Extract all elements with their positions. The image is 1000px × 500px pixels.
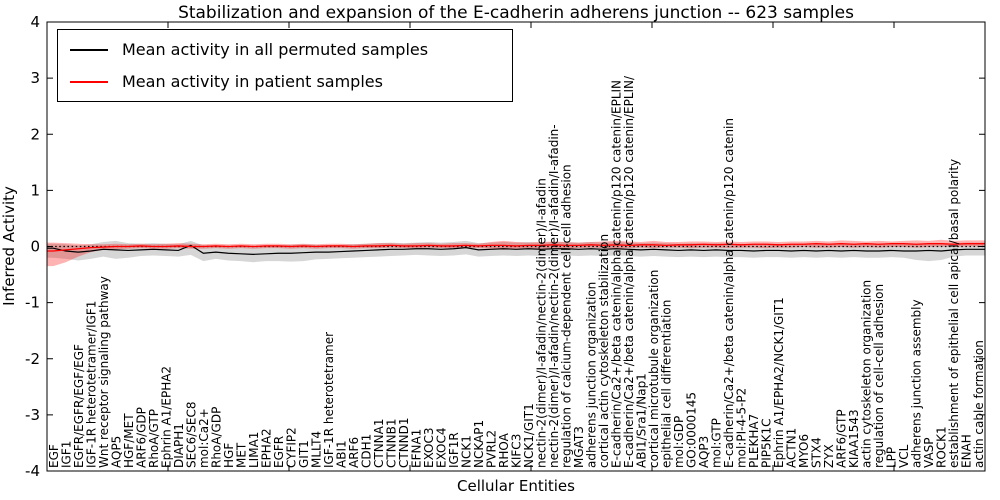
x-tick-label: CTNNA1 xyxy=(372,418,386,468)
x-tick-label: NCK1 xyxy=(459,435,473,468)
y-tick-label: 3 xyxy=(30,69,40,87)
patient-mean-line xyxy=(47,243,985,252)
x-tick-label: ARF6/GDP xyxy=(134,407,148,468)
x-tick-label: Ephrin A1/EPHA2/NCK1/GIT1 xyxy=(772,297,786,468)
x-tick-label: Ephrin A1/EPHA2 xyxy=(159,366,173,468)
x-tick-label: RhoA/GTP xyxy=(147,409,161,468)
x-tick-label: mol:GTP xyxy=(710,418,724,468)
x-tick-label: ARF6 xyxy=(347,437,361,468)
x-tick-label: PIP5K1C xyxy=(760,418,774,468)
x-tick-label: IGF-1R heterotetramer xyxy=(322,332,336,468)
x-tick-label: CYFIP2 xyxy=(284,427,298,468)
x-tick-label: CTNND1 xyxy=(397,417,411,468)
x-tick-label: E-cadherin/Ca2+/beta catenin/alpha caten… xyxy=(610,80,624,468)
x-tick-label: actin cytoskeleton organization xyxy=(860,280,874,468)
x-tick-label: mol:Ca2+ xyxy=(197,408,211,468)
x-tick-label: GIT1 xyxy=(297,440,311,468)
permuted-mean-line xyxy=(47,244,985,255)
legend-line-patient-icon xyxy=(70,80,108,83)
x-tick-label: AQP5 xyxy=(109,436,123,468)
x-tick-label: CDH1 xyxy=(359,434,373,468)
x-tick-label: VASP xyxy=(922,437,936,468)
x-tick-label: KIFC3 xyxy=(510,434,524,468)
x-tick-label: RhoA/GDP xyxy=(209,407,223,468)
x-tick-label: mol:PI-4-5-P2 xyxy=(735,388,749,468)
x-tick-label: EPHA2 xyxy=(259,428,273,468)
x-tick-label: ARF6/GTP xyxy=(835,409,849,468)
y-tick-label: -1 xyxy=(25,294,40,312)
legend-line-permuted-icon xyxy=(70,48,108,51)
x-tick-label: LPP xyxy=(885,447,899,468)
x-tick-label: HGF xyxy=(222,443,236,468)
x-tick-label: NCKAP1 xyxy=(472,420,486,468)
x-tick-label: epithelial cell differentiation xyxy=(660,300,674,468)
x-tick-label: EGFR/EGFR/EGF/EGF xyxy=(72,344,86,468)
x-tick-label: adherens junction assembly xyxy=(910,299,924,468)
x-tick-label: EGFR xyxy=(272,436,286,468)
x-tick-label: regulation of cell-cell adhesion xyxy=(872,284,886,468)
x-tick-label: EFNA1 xyxy=(409,429,423,468)
legend-entry-permuted: Mean activity in all permuted samples xyxy=(70,40,502,59)
legend-entry-patient: Mean activity in patient samples xyxy=(70,72,502,91)
legend-label-permuted: Mean activity in all permuted samples xyxy=(122,40,429,59)
x-tick-label: adherens junction organization xyxy=(585,282,599,468)
x-tick-label: DIAPH1 xyxy=(172,423,186,468)
x-tick-label: cortical actin cytoskeleton stabilizatio… xyxy=(597,234,611,468)
legend: Mean activity in all permuted samples Me… xyxy=(57,29,513,102)
x-tick-label: LIMA1 xyxy=(247,432,261,468)
x-tick-label: CTNNB1 xyxy=(384,418,398,468)
x-tick-label: ENAH xyxy=(960,434,974,468)
x-tick-label: EGF xyxy=(47,444,61,468)
x-tick-label: EXOC4 xyxy=(434,428,448,469)
x-axis-label: Cellular Entities xyxy=(457,477,575,495)
x-tick-label: MYO6 xyxy=(797,434,811,468)
x-tick-label: IGF-1R heterotetramer/IGF1 xyxy=(84,301,98,468)
chart-title: Stabilization and expansion of the E-cad… xyxy=(178,3,854,23)
x-tick-label: actin cable formation xyxy=(972,340,986,468)
x-tick-label: E-cadherin/Ca2+/beta catenin/alpha caten… xyxy=(622,75,636,468)
x-tick-label: ACTN1 xyxy=(785,428,799,468)
x-tick-label: EXOC3 xyxy=(422,428,436,469)
y-tick-label: -2 xyxy=(25,350,40,368)
x-tick-label: NCK1/GIT1 xyxy=(522,403,536,468)
x-tick-label: PVRL2 xyxy=(484,430,498,468)
x-tick-label: regulation of calcium-dependent cell-cel… xyxy=(560,164,574,468)
x-tick-label: mol:GDP xyxy=(672,416,686,468)
x-tick-label: nectin-2(dimer)/I-afadin/nectin-2(dimer)… xyxy=(547,124,561,468)
y-tick-label: 4 xyxy=(30,13,40,31)
x-tick-label: Wnt receptor signaling pathway xyxy=(97,276,111,468)
x-tick-label: AQP3 xyxy=(697,436,711,468)
x-tick-label: ZYX xyxy=(822,444,836,468)
y-tick-label: 0 xyxy=(30,238,40,256)
x-tick-label: PLEKHA7 xyxy=(747,414,761,468)
x-tick-label: STX4 xyxy=(810,437,824,468)
axes-frame xyxy=(46,21,986,472)
y-tick-label: 2 xyxy=(30,125,40,143)
x-tick-label: MGAT3 xyxy=(572,426,586,468)
x-tick-label: establishment of epithelial cell apical/… xyxy=(947,159,961,468)
x-tick-label: ROCK1 xyxy=(935,426,949,468)
x-tick-label: HGF/MET xyxy=(122,413,136,468)
x-tick-label: KIAA1543 xyxy=(847,409,861,468)
x-tick-label: IGF1R xyxy=(447,432,461,468)
x-tick-label: GO:0000145 xyxy=(685,392,699,468)
x-tick-label: SEC6/SEC8 xyxy=(184,402,198,468)
y-tick-label: -3 xyxy=(25,406,40,424)
x-tick-label: VCL xyxy=(897,444,911,468)
x-tick-label: cortical microtubule organization xyxy=(647,270,661,468)
x-tick-label: RHOA xyxy=(497,432,511,468)
x-tick-label: ABI1 xyxy=(334,440,348,468)
legend-label-patient: Mean activity in patient samples xyxy=(122,72,383,91)
y-tick-label: -4 xyxy=(25,462,40,480)
x-tick-label: MLLT4 xyxy=(309,431,323,468)
x-tick-label: nectin-2(dimer)/I-afadin/nectin-2(dimer)… xyxy=(535,178,549,468)
y-tick-label: 1 xyxy=(30,181,40,199)
x-tick-label: IGF1 xyxy=(59,441,73,468)
x-tick-label: MET xyxy=(234,442,248,468)
x-tick-label: E-cadherin/Ca2+/beta catenin/alpha caten… xyxy=(722,118,736,468)
x-tick-label: ABI1/Sra1/Nap1 xyxy=(635,373,649,468)
